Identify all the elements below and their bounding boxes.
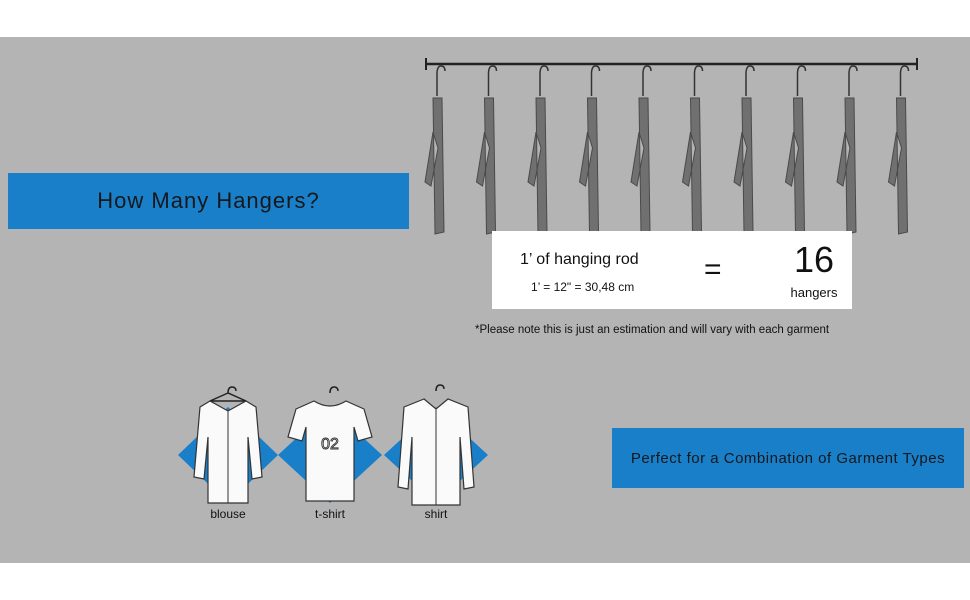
hanger-count: 16 — [793, 239, 835, 280]
hanger-icon — [887, 65, 910, 235]
garment-label-blouse: blouse — [210, 507, 246, 521]
unit-conversion: 1’ = 12" = 30,48 cm — [531, 280, 635, 294]
hanger-icon — [475, 65, 498, 235]
estimation-note: *Please note this is just an estimation … — [475, 324, 830, 336]
shirt-icon — [384, 384, 488, 506]
garment-label-t-shirt: t-shirt — [315, 507, 345, 521]
t-shirt-number: 02 — [321, 436, 339, 453]
combination-banner: Perfect for a Combination of Garment Typ… — [612, 428, 964, 488]
hanging-rod-illustration — [424, 58, 918, 235]
blouse-icon — [178, 386, 278, 504]
combination-text: Perfect for a Combination of Garment Typ… — [630, 449, 946, 467]
page-title: How Many Hangers? — [97, 188, 320, 213]
hanger-icon — [836, 65, 858, 235]
garment-label-shirt: shirt — [424, 507, 448, 521]
t-shirt-icon: 02 — [278, 386, 382, 503]
hanger-count-unit: hangers — [790, 285, 838, 300]
hanger-icon — [784, 65, 807, 235]
main-canvas: How Many Hangers? 1’ of hanging rod 1’ =… — [0, 37, 970, 563]
title-banner: How Many Hangers? — [8, 173, 409, 229]
equals-sign: = — [704, 253, 722, 286]
hanger-icon — [424, 65, 446, 235]
hanger-icon — [630, 65, 652, 235]
hanger-icon — [681, 65, 704, 235]
hanger-icon — [733, 65, 755, 235]
hanger-icon — [578, 65, 601, 235]
rod-length-label: 1’ of hanging rod — [520, 251, 639, 268]
rod-info-box: 1’ of hanging rod 1’ = 12" = 30,48 cm = … — [492, 231, 852, 309]
hanger-icon — [527, 65, 549, 235]
